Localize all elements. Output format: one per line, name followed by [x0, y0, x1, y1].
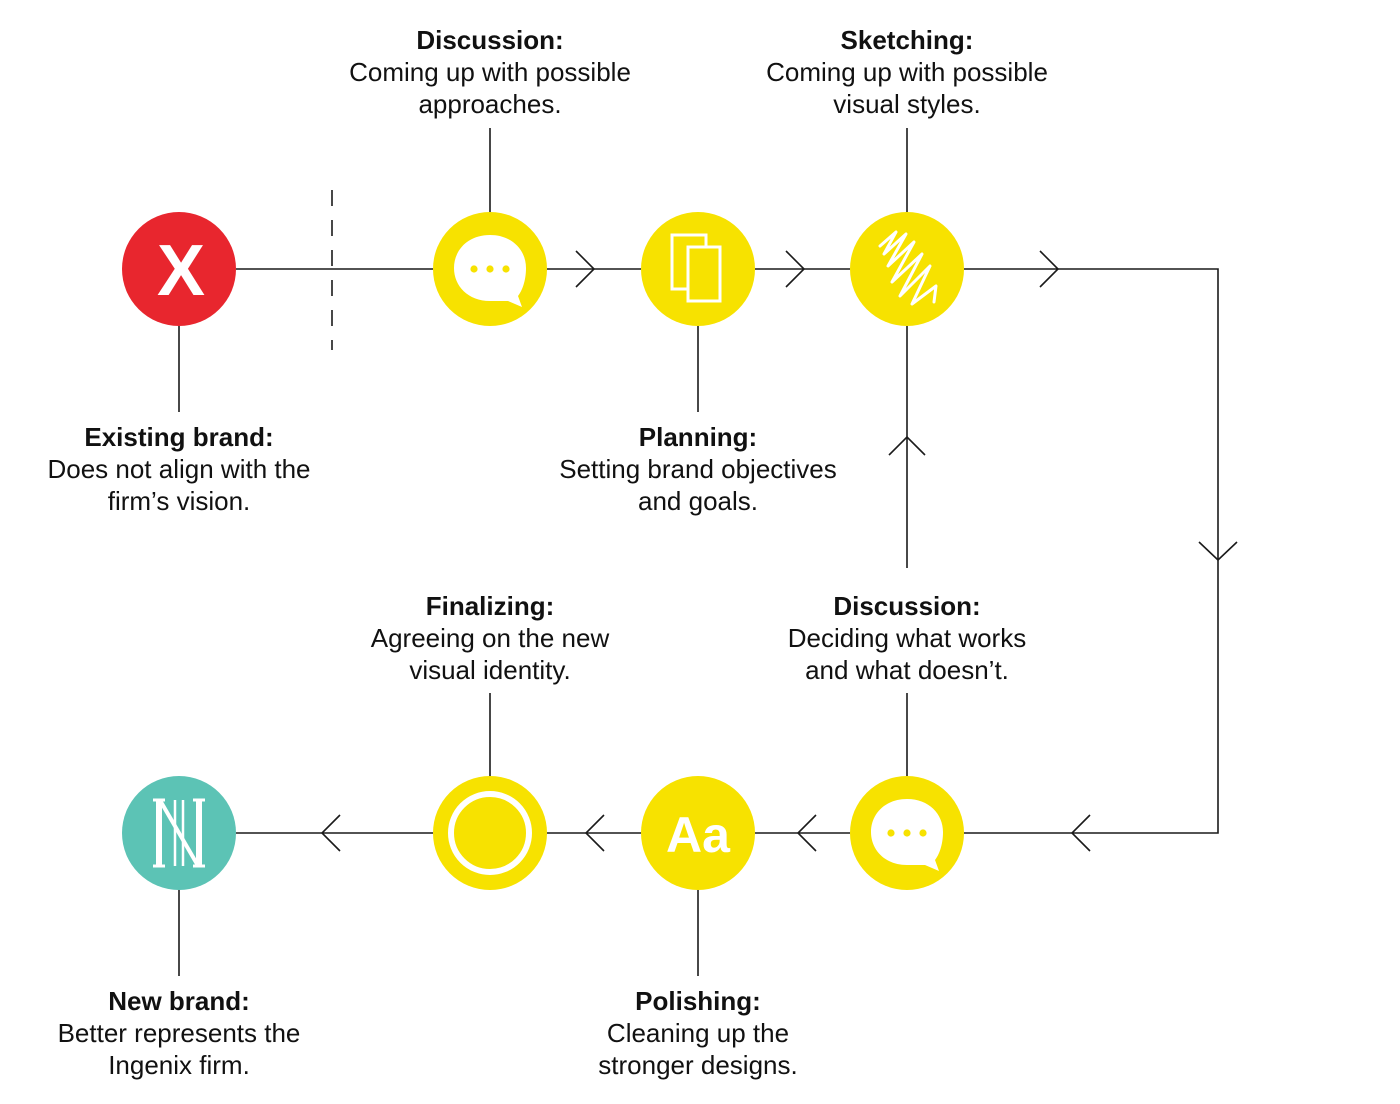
- label-title: New brand:: [108, 986, 250, 1016]
- label-new-brand: New brand: Better represents the Ingenix…: [0, 985, 359, 1081]
- label-finalizing: Finalizing: Agreeing on the new visual i…: [310, 590, 670, 686]
- x-icon: X: [157, 231, 205, 311]
- speech-bubble-icon: [871, 799, 943, 871]
- arrow-right-icon: [575, 250, 596, 288]
- label-title: Finalizing:: [425, 591, 555, 621]
- label-polishing: Polishing: Cleaning up the stronger desi…: [518, 985, 878, 1081]
- arrow-left-icon: [796, 814, 817, 852]
- arrow-down-icon: [1198, 541, 1238, 562]
- speech-bubble-icon: [454, 235, 526, 307]
- arrow-left-icon: [320, 814, 341, 852]
- label-description: Deciding what works and what doesn’t.: [787, 623, 1027, 685]
- node-discussion-deciding: [850, 776, 964, 890]
- label-description: Cleaning up the stronger designs.: [598, 1018, 798, 1080]
- node-sketching: [850, 212, 964, 326]
- node-existing-brand: X: [122, 212, 236, 326]
- label-existing-brand: Existing brand: Does not align with the …: [0, 421, 359, 517]
- ingenix-logo-icon: [153, 798, 205, 868]
- node-new-brand: [122, 776, 236, 890]
- label-description: Agreeing on the new visual identity.: [370, 623, 610, 685]
- node-finalizing: [433, 776, 547, 890]
- label-title: Planning:: [638, 422, 758, 452]
- label-title: Sketching:: [840, 25, 974, 55]
- label-title: Discussion:: [833, 591, 981, 621]
- label-title: Discussion:: [416, 25, 564, 55]
- loop-connector: [964, 268, 1219, 834]
- label-description: Setting brand objectives and goals.: [559, 454, 837, 516]
- label-discussion-deciding: Discussion: Deciding what works and what…: [727, 590, 1087, 686]
- scribble-icon: [878, 230, 938, 306]
- arrow-up-icon: [888, 435, 926, 456]
- arrow-right-icon: [1039, 250, 1060, 288]
- arrow-left-icon: [584, 814, 605, 852]
- label-planning: Planning: Setting brand objectives and g…: [518, 421, 878, 517]
- checkmark-icon: [469, 814, 514, 849]
- node-polishing: Aa: [641, 776, 755, 890]
- label-description: Does not align with the firm’s vision.: [47, 454, 311, 516]
- node-planning: [641, 212, 755, 326]
- typography-icon: Aa: [666, 807, 731, 863]
- label-title: Existing brand:: [84, 422, 274, 452]
- label-sketching: Sketching: Coming up with possible visua…: [727, 24, 1087, 120]
- documents-icon: [670, 233, 722, 303]
- label-title: Polishing:: [635, 986, 761, 1016]
- node-discussion-approaches: [433, 212, 547, 326]
- label-description: Coming up with possible visual styles.: [766, 57, 1048, 119]
- label-description: Better represents the Ingenix firm.: [57, 1018, 301, 1080]
- label-description: Coming up with possible approaches.: [349, 57, 631, 119]
- label-discussion-approaches: Discussion: Coming up with possible appr…: [310, 24, 670, 120]
- arrow-left-icon: [1070, 814, 1091, 852]
- arrow-right-icon: [785, 250, 806, 288]
